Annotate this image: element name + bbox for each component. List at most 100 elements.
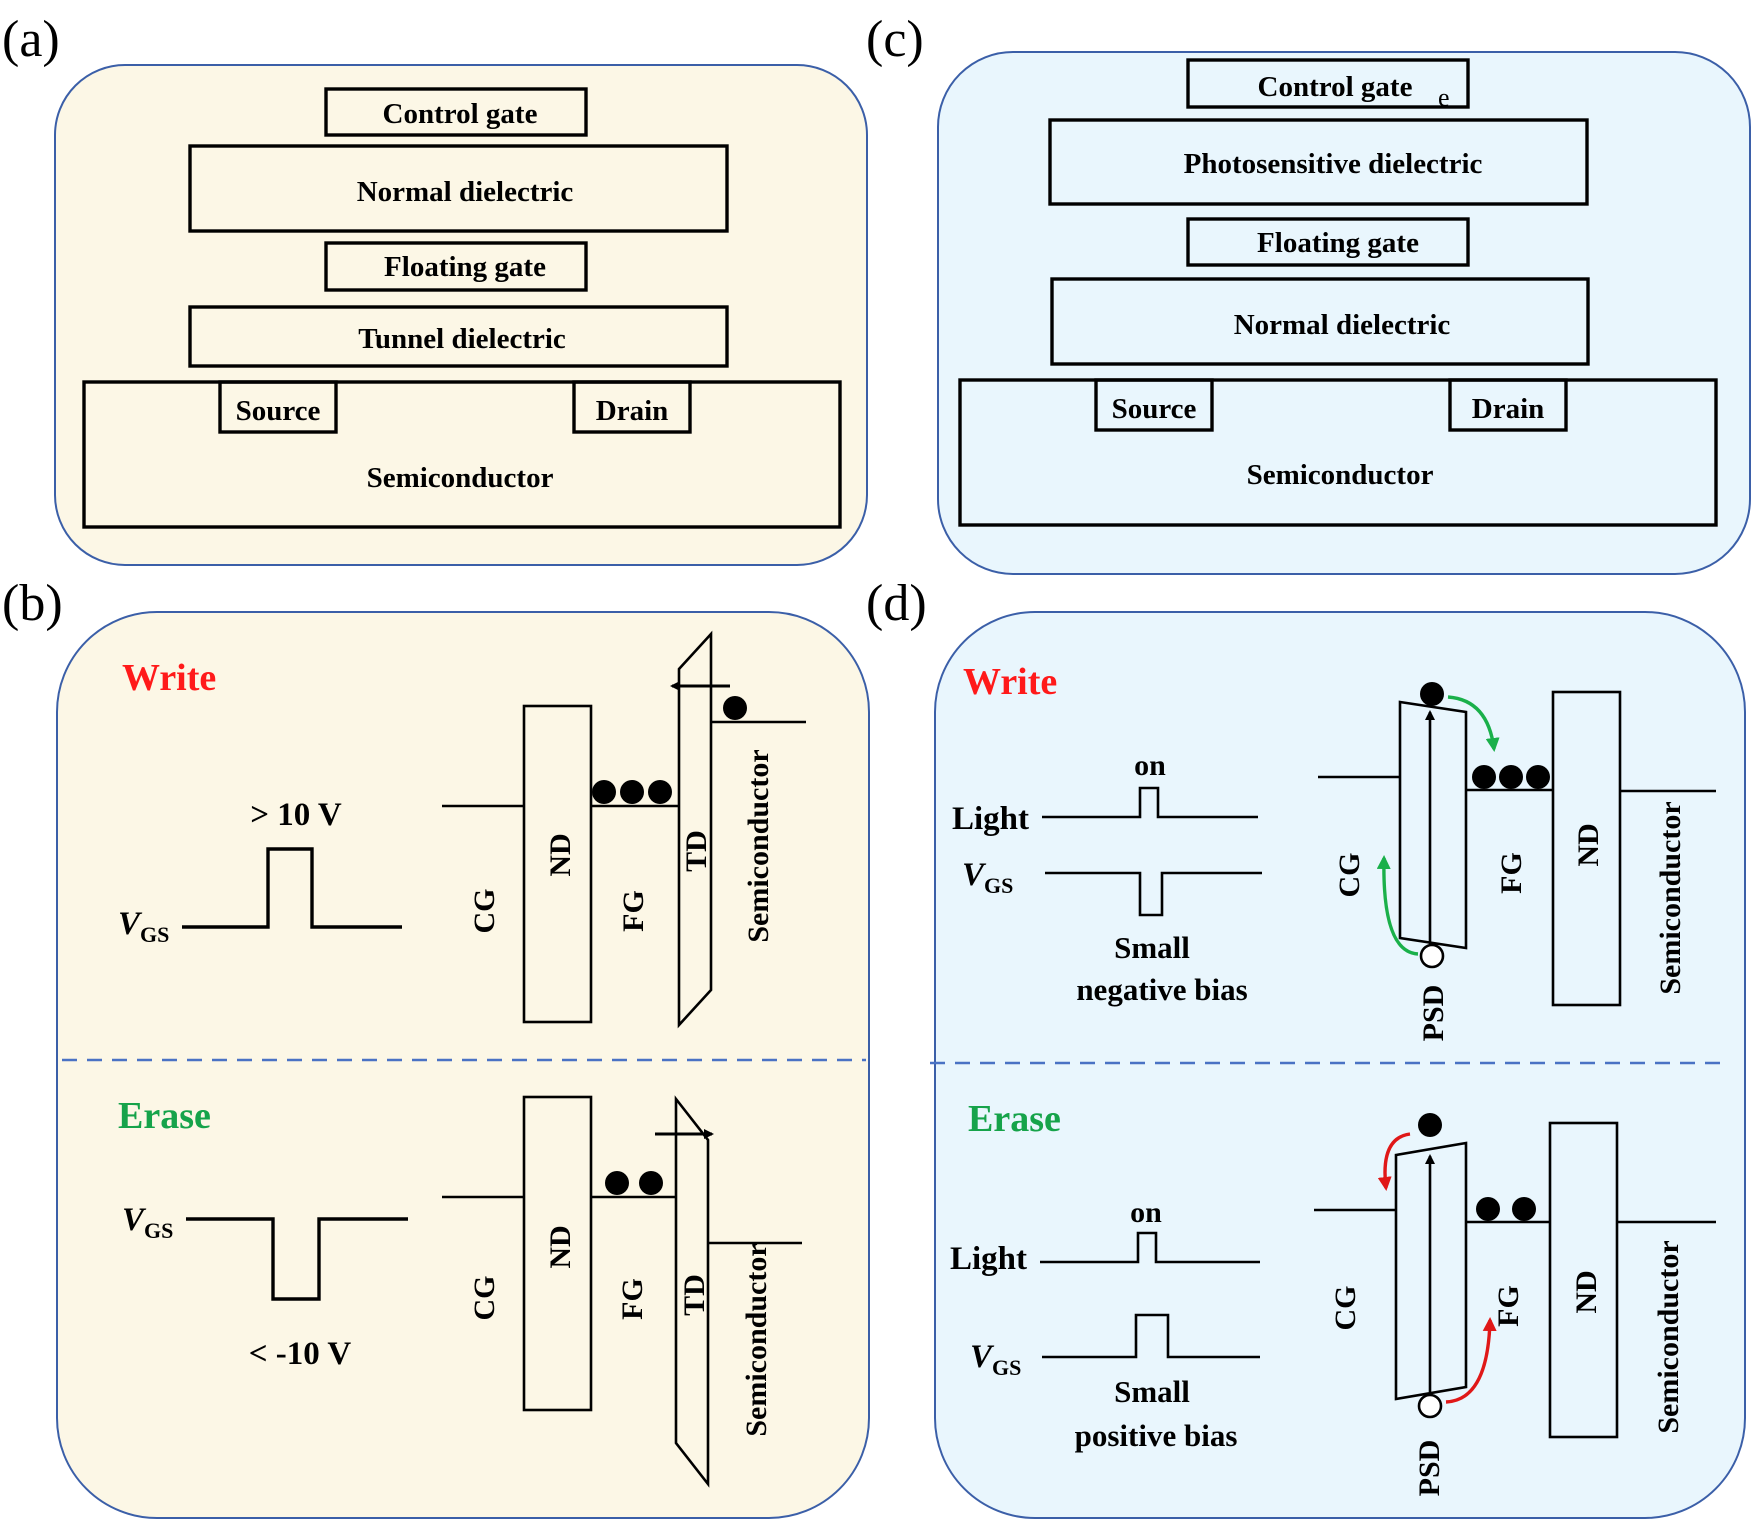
psd-barrier [1398, 700, 1468, 950]
vgs-pulse-waveform [182, 847, 402, 929]
semiconductor-label: Semiconductor [1654, 801, 1687, 994]
psd-barrier [1394, 1141, 1468, 1401]
light-pulse-waveform [1042, 786, 1258, 819]
semiconductor-box [82, 380, 842, 529]
normal-dielectric-label: Normal dielectric [357, 176, 574, 208]
write-section: Write > 10 V VGS CG ND FG TD Semiconduct… [118, 630, 806, 1029]
pulse-label: > 10 V [250, 797, 342, 833]
vgs-pulse-waveform [1042, 1313, 1260, 1359]
on-label: on [1130, 1196, 1162, 1229]
hole [1417, 1393, 1443, 1419]
floating-gate-label: Floating gate [384, 251, 546, 283]
fg-label: FG [616, 1278, 649, 1320]
nd-barrier [522, 704, 593, 1024]
bias-line2: positive bias [1075, 1418, 1238, 1453]
cg-label: CG [468, 1276, 501, 1321]
floating-gate-box [1186, 217, 1470, 267]
panel-c-background [937, 51, 1751, 575]
electron [1512, 1197, 1536, 1221]
vgs-label: VGS [118, 906, 169, 947]
cg-label: CG [1333, 853, 1366, 898]
on-label: on [1134, 749, 1166, 782]
nd-barrier [1548, 1121, 1619, 1439]
cg-label: CG [468, 889, 501, 934]
light-label: Light [950, 1241, 1027, 1277]
control-gate-label: Control gate [383, 98, 538, 130]
panel-b-background [56, 611, 870, 1519]
semiconductor-label: Semiconductor [740, 1243, 773, 1436]
stray-e-label: e [1438, 83, 1450, 112]
tunnel-dielectric-label: Tunnel dielectric [358, 323, 566, 355]
semiconductor-label: Semiconductor [1247, 459, 1434, 491]
normal-dielectric-label: Normal dielectric [1234, 309, 1451, 341]
td-barrier [674, 1095, 710, 1488]
fg-label: FG [1495, 852, 1528, 894]
hole [1419, 943, 1445, 969]
nd-label: ND [544, 833, 577, 876]
source-label: Source [236, 395, 321, 427]
vgs-pulse-waveform [186, 1217, 408, 1301]
control-gate-box [324, 87, 588, 137]
erase-section: Erase VGS < -10 V CG ND FG TD Semiconduc… [118, 1095, 802, 1488]
panel-a-background [54, 64, 868, 566]
write-section: Write on Light VGS Small negative bias C… [952, 661, 1716, 1041]
semiconductor-label: Semiconductor [367, 462, 554, 494]
tunnel-dielectric-box [188, 305, 729, 368]
psd-label: PSD [1417, 985, 1450, 1042]
electron [1476, 1197, 1500, 1221]
td-label: TD [680, 830, 713, 872]
panel-a: (a) Control gate Normal dielectric Float… [2, 11, 868, 566]
fg-label: FG [617, 890, 650, 932]
floating-gate-label: Floating gate [1257, 227, 1419, 259]
panel-b: (b) Write > 10 V VGS CG ND FG TD Semicon… [2, 575, 870, 1519]
electron [648, 780, 672, 804]
write-title: Write [122, 657, 216, 699]
panel-b-label: (b) [2, 575, 63, 632]
source-box [218, 380, 338, 434]
fg-label: FG [1492, 1285, 1525, 1327]
electron [592, 780, 616, 804]
light-pulse-waveform [1040, 1231, 1260, 1264]
nd-label: ND [544, 1225, 577, 1268]
electron [620, 780, 644, 804]
panel-c-label: (c) [866, 11, 924, 68]
drain-label: Drain [1472, 393, 1545, 425]
control-gate-box [1186, 58, 1470, 109]
bias-line2: negative bias [1076, 972, 1247, 1007]
erase-title: Erase [118, 1095, 211, 1137]
semiconductor-label: Semiconductor [742, 749, 775, 942]
panel-a-label: (a) [2, 11, 60, 68]
panel-d-label: (d) [866, 575, 927, 632]
drain-label: Drain [596, 395, 669, 427]
bias-line1: Small [1114, 930, 1190, 965]
psd-label: PSD [1413, 1440, 1446, 1497]
photosensitive-dielectric-box [1048, 118, 1589, 206]
source-label: Source [1112, 393, 1197, 425]
hole-transfer-arrow [1376, 855, 1419, 956]
drain-box [1448, 378, 1568, 432]
nd-barrier [1551, 690, 1622, 1007]
electron [1420, 682, 1444, 706]
vgs-label: VGS [122, 1202, 173, 1243]
floating-gate-box [324, 241, 588, 292]
photosensitive-dielectric-label: Photosensitive dielectric [1184, 148, 1483, 180]
light-label: Light [952, 801, 1029, 837]
electron [639, 1171, 663, 1195]
semiconductor-label: Semiconductor [1652, 1240, 1685, 1433]
panel-d: (d) Write on Light VGS Small negative bi… [866, 575, 1746, 1519]
nd-label: ND [1572, 823, 1605, 866]
nd-label: ND [1570, 1270, 1603, 1313]
drain-box [572, 380, 692, 434]
vgs-label: VGS [970, 1339, 1021, 1380]
source-box [1094, 378, 1214, 432]
vgs-pulse-waveform [1045, 871, 1262, 917]
erase-title: Erase [968, 1098, 1061, 1140]
electron [723, 696, 747, 720]
semiconductor-box [958, 378, 1718, 527]
electron [1418, 1113, 1442, 1137]
electron [1526, 765, 1550, 789]
electron [605, 1171, 629, 1195]
erase-section: Erase on Light VGS Small positive bias C… [950, 1098, 1716, 1496]
hole-transfer-arrow [1445, 1317, 1497, 1404]
